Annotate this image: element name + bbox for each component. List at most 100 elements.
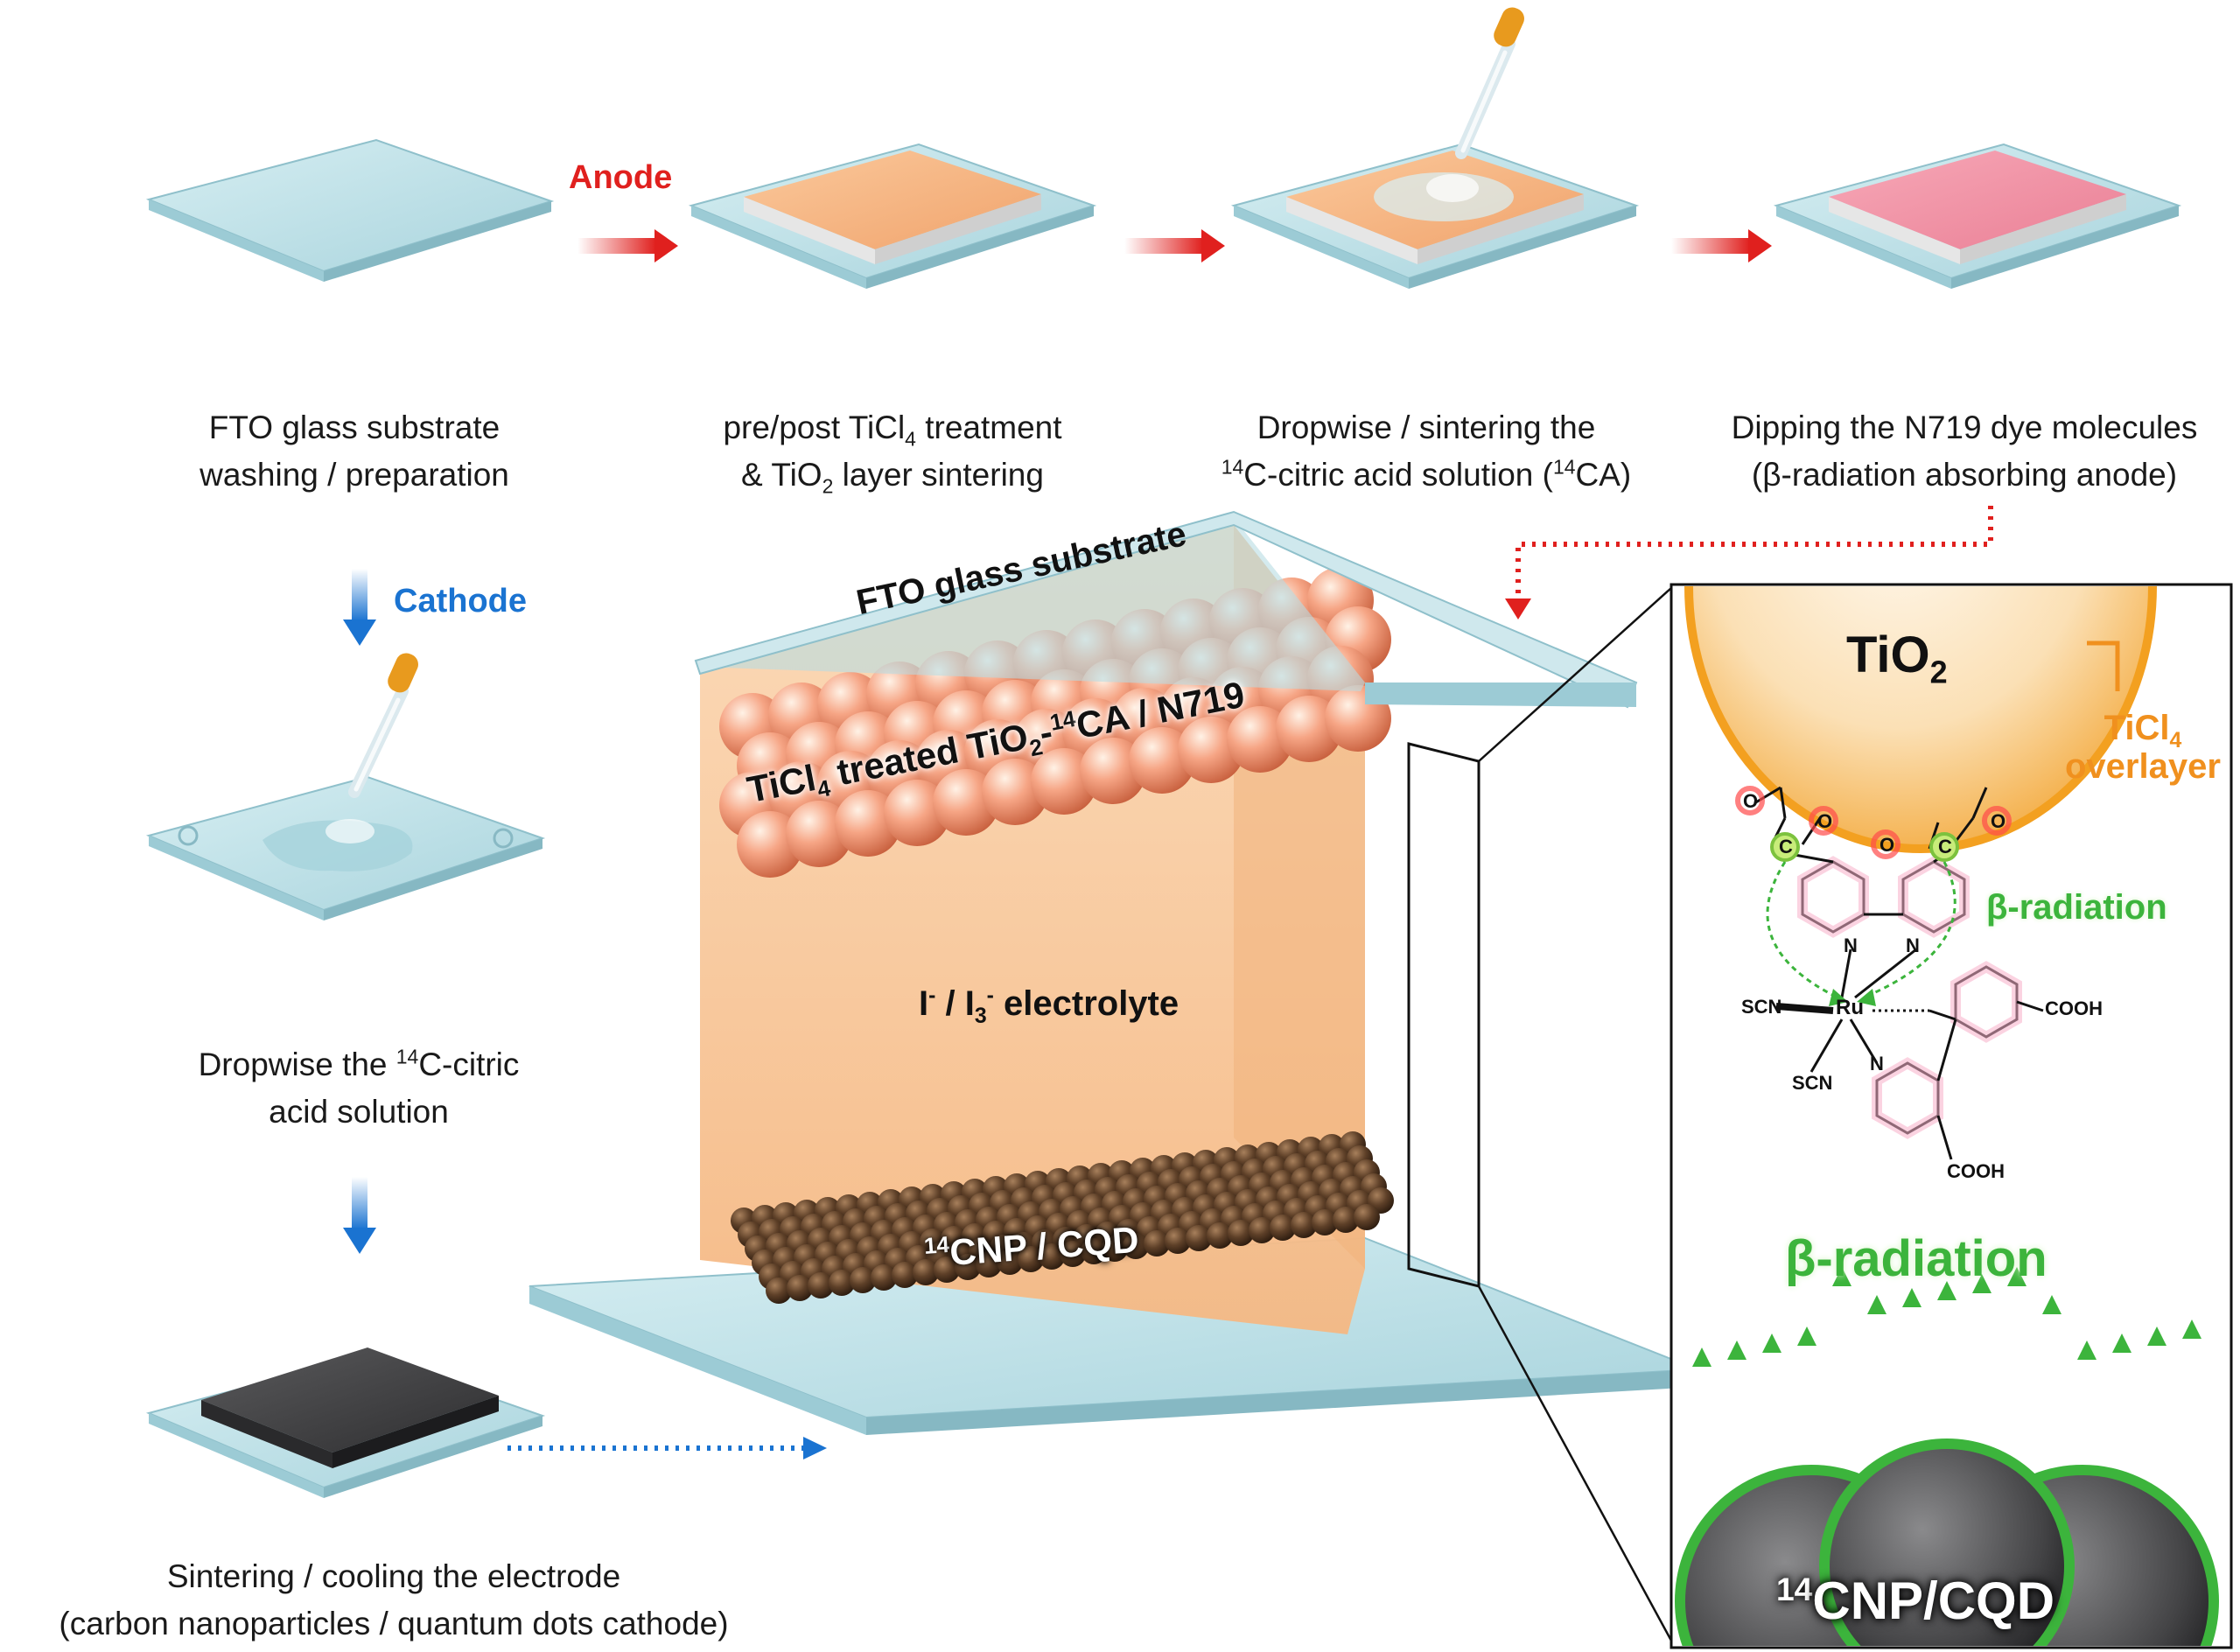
scn-ligand-1: SCN [1741, 996, 1782, 1018]
beta-transfer-left [1766, 861, 1838, 999]
scn-ligand-2: SCN [1792, 1072, 1833, 1094]
carbon-sphere [1207, 1222, 1233, 1249]
carbon-sphere [1039, 1243, 1065, 1270]
caption-step-4-line1: Dipping the N719 dye molecules [1731, 410, 2198, 445]
carbon-sphere [913, 1259, 939, 1285]
blue-dotted-arrowhead [803, 1437, 827, 1460]
carbon-sphere [1333, 1207, 1359, 1233]
beta-arrow-head [1727, 1340, 1746, 1360]
caption-cathode-1: Dropwise the 14C-citric acid solution [131, 1041, 586, 1136]
atom-o-2: O [1817, 810, 1833, 832]
atom-c-right: C [1938, 836, 1952, 858]
carbon-sphere [1228, 1220, 1254, 1246]
carbon-sphere [829, 1270, 855, 1296]
inset-panel [1670, 583, 2233, 1649]
anode-arrow-1 [578, 229, 678, 262]
carbon-sphere [1186, 1225, 1212, 1251]
caption-cathode-2-line1: Sintering / cooling the electrode [166, 1558, 621, 1594]
carbon-electrode-plate [145, 1348, 546, 1498]
carbon-sphere [1354, 1204, 1380, 1230]
beta-arrow-head [2112, 1334, 2132, 1353]
beta-arrow-head [2182, 1320, 2202, 1339]
carbon-particle-center [1819, 1438, 2075, 1646]
caption-step-1: FTO glass substrate washing / preparatio… [149, 404, 560, 499]
caption-step-2-line2: & TiO2 layer sintering [741, 457, 1044, 498]
zoom-line-top [1478, 587, 1672, 762]
beta-radiation-big-label: β-radiation [1785, 1230, 2048, 1287]
carbon-sphere-layer [731, 1131, 1394, 1304]
cathode-arrow-2 [343, 1177, 376, 1254]
carbon-sphere [766, 1278, 792, 1304]
caption-step-3-line1: Dropwise / sintering the [1256, 410, 1596, 445]
caption-step-3-line2: 14C-citric acid solution (14CA) [1221, 455, 1632, 493]
tio2-coated-plate [688, 143, 1097, 289]
cooh-group-2: COOH [1947, 1160, 2005, 1182]
carbon-sphere [997, 1249, 1023, 1275]
beta-arrow-head [1692, 1348, 1712, 1367]
ticl4-bracket [2087, 640, 2120, 691]
carbon-sphere [1081, 1238, 1107, 1264]
electrolyte-label: I- / I3- electrolyte [919, 984, 1180, 1028]
anode-arrow-2 [1124, 229, 1225, 262]
beta-arrow-head [2007, 1267, 2026, 1286]
inset-cnp-label: 14CNP/CQD [1776, 1571, 2055, 1630]
ticl4-overlayer-label: TiCl4 overlayer [2065, 709, 2221, 786]
atom-o-3: O [1880, 834, 1895, 856]
carbon-sphere [787, 1275, 813, 1301]
atom-n-1: N [1844, 934, 1858, 956]
n719-dye-molecule [1754, 786, 2044, 1160]
carbon-anchor-2 [1929, 832, 1959, 862]
caption-step-2-line1: pre/post TiCl4 treatment [723, 410, 1062, 451]
carbon-sphere [1123, 1233, 1149, 1259]
beta-arrow-head [1902, 1288, 1922, 1307]
beta-radiation-small-label: β-radiation [1986, 888, 2167, 927]
cooh-group-1: COOH [2045, 998, 2103, 1019]
caption-cathode-2-line2: (carbon nanoparticles / quantum dots cat… [59, 1606, 729, 1642]
carbon-sphere [1102, 1236, 1128, 1262]
red-dotted-arrowhead [1505, 598, 1531, 620]
overlayer-label: overlayer [2065, 747, 2221, 786]
tio2-particle [1684, 586, 2157, 853]
anode-arrow-3 [1671, 229, 1772, 262]
atom-n-3: N [1870, 1053, 1884, 1074]
caption-cathode-1-line2: acid solution [269, 1094, 449, 1130]
carbon-sphere [1144, 1230, 1170, 1256]
atom-ru: Ru [1836, 996, 1864, 1019]
carbon-sphere [955, 1254, 981, 1280]
atom-o-4: O [1991, 810, 2006, 832]
droplet-plate [1230, 143, 1640, 289]
oxygen-glow-3 [1871, 830, 1900, 859]
caption-cathode-2: Sintering / cooling the electrode (carbo… [9, 1553, 779, 1648]
carbon-sphere [976, 1251, 1002, 1278]
beta-transfer-right [1863, 861, 1956, 999]
carbon-sphere [1312, 1209, 1338, 1236]
atom-c-left: C [1779, 836, 1793, 858]
cathode-droplet-plate [145, 775, 546, 920]
carbon-sphere [850, 1267, 876, 1293]
beta-arrow-head [1797, 1326, 1816, 1346]
atom-n-2: N [1906, 934, 1920, 956]
carbon-sphere [934, 1256, 960, 1283]
carbon-sphere [1291, 1212, 1317, 1238]
caption-step-3: Dropwise / sintering the 14C-citric acid… [1186, 404, 1667, 499]
carbon-sphere [871, 1264, 897, 1291]
beta-arrow-head [2042, 1295, 2062, 1314]
beta-arrow-head [2147, 1326, 2166, 1346]
inset-tio2-label: TiO2 [1846, 626, 1948, 690]
ticl4-label: TiCl4 [2104, 709, 2182, 752]
caption-step-1-line2: washing / preparation [200, 457, 509, 493]
caption-step-4-line2: (β-radiation absorbing anode) [1751, 457, 2178, 493]
caption-step-2: pre/post TiCl4 treatment & TiO2 layer si… [674, 404, 1111, 499]
carbon-sphere [1165, 1228, 1191, 1254]
top-fto-plate [694, 510, 1638, 709]
dropper-icon [1455, 7, 1524, 159]
caption-cathode-1-line1: Dropwise the 14C-citric [198, 1045, 520, 1082]
carbon-sphere [1249, 1217, 1275, 1243]
beta-arrow-head [1762, 1334, 1782, 1353]
red-dotted-connector [1516, 506, 1993, 604]
carbon-sphere [1060, 1241, 1086, 1267]
beta-arrow-head [1867, 1295, 1886, 1314]
beta-arrow-head [1937, 1281, 1956, 1300]
zoom-window [1407, 742, 1480, 1288]
fto-glass-plate [145, 138, 555, 282]
